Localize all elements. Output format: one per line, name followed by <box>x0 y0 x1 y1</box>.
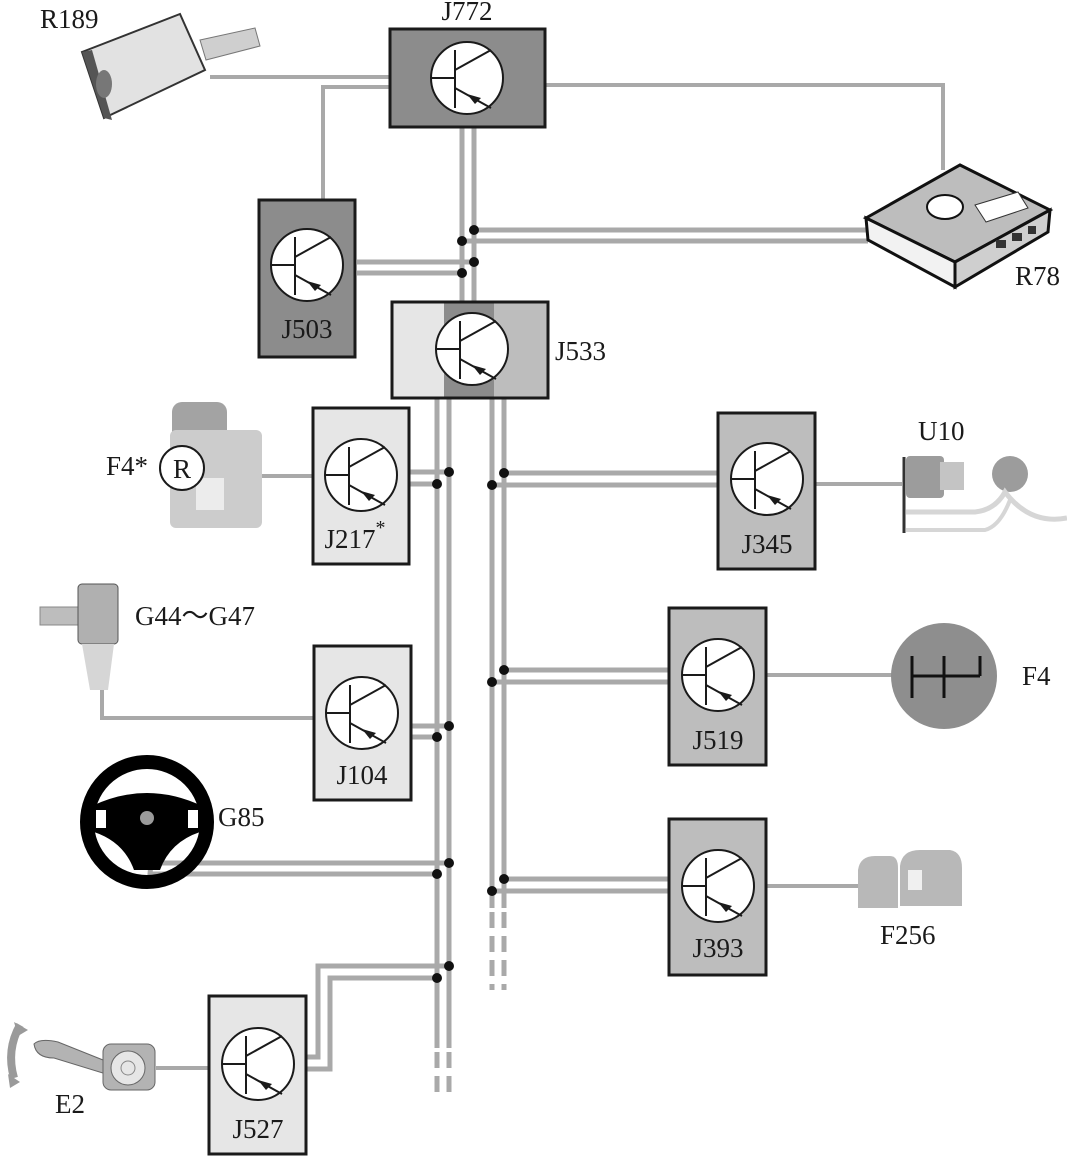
module-j393[interactable]: J393 <box>667 817 768 977</box>
trailer-socket-icon <box>902 456 1067 533</box>
junction-node <box>469 257 479 267</box>
component-f256[interactable]: F256 <box>858 850 962 950</box>
module-j104[interactable]: J104 <box>312 644 413 802</box>
wire-j527-bus-a <box>307 963 449 1060</box>
junction-node <box>432 479 442 489</box>
component-f4-star[interactable]: R F4* <box>106 402 262 528</box>
junction-node <box>444 721 454 731</box>
wire-j527-bus-b <box>307 975 437 1072</box>
module-j345-label: J345 <box>741 529 792 559</box>
module-j533-label: J533 <box>555 336 606 366</box>
transistor-icon <box>221 1027 295 1101</box>
module-j772[interactable]: J772 <box>388 0 547 129</box>
junction-node <box>499 665 509 675</box>
transistor-icon <box>270 228 344 302</box>
turn-signal-lever-icon <box>7 1022 156 1091</box>
component-g44-g47-label: G44～G47 <box>135 601 255 631</box>
tv-tuner-box-icon <box>862 163 1054 290</box>
component-e2-label: E2 <box>55 1089 85 1119</box>
junction-node <box>444 467 454 477</box>
junction-node <box>457 236 467 246</box>
component-u10-label: U10 <box>918 416 965 446</box>
transistor-icon <box>325 676 399 750</box>
rear-camera-icon <box>80 12 261 120</box>
component-f4-label: F4 <box>1022 661 1051 691</box>
module-j527-label: J527 <box>232 1114 283 1144</box>
junction-node <box>444 858 454 868</box>
component-g85[interactable]: G85 <box>80 755 265 889</box>
module-j217-asterisk: * <box>376 517 386 539</box>
gear-shift-pattern-icon <box>891 623 997 729</box>
junction-node <box>444 961 454 971</box>
component-r78-label: R78 <box>1015 261 1060 291</box>
component-r78[interactable]: R78 <box>862 163 1060 291</box>
transistor-icon <box>324 438 398 512</box>
wire-j772-r78 <box>546 83 945 170</box>
junction-nodes <box>432 225 509 983</box>
junction-node <box>457 268 467 278</box>
junction-node <box>432 973 442 983</box>
steering-wheel-icon <box>80 755 214 889</box>
component-g85-label: G85 <box>218 802 265 832</box>
junction-node <box>432 732 442 742</box>
module-j519-label: J519 <box>692 725 743 755</box>
junction-node <box>487 886 497 896</box>
component-f4-star-label: F4* <box>106 451 148 481</box>
junction-node <box>469 225 479 235</box>
module-j533-body <box>390 300 550 400</box>
module-j217-label: J217* <box>324 517 385 554</box>
component-r189-label: R189 <box>40 4 99 34</box>
component-e2[interactable]: E2 <box>7 1022 156 1119</box>
transistor-icon <box>681 638 755 712</box>
component-u10[interactable]: U10 <box>902 416 1067 533</box>
reverse-badge-icon <box>159 445 205 491</box>
transistor-icon <box>730 442 804 516</box>
component-g44-g47[interactable]: G44～G47 <box>39 583 255 690</box>
wheel-speed-sensor-icon <box>39 583 119 690</box>
junction-node <box>487 677 497 687</box>
module-j527[interactable]: J527 <box>207 994 308 1156</box>
module-j533[interactable]: J533 <box>390 300 606 400</box>
wire-j772-j503 <box>321 85 390 200</box>
lock-unit-icon <box>858 850 962 908</box>
module-j393-label: J393 <box>692 933 743 963</box>
transistor-icon <box>435 312 509 386</box>
module-j345[interactable]: J345 <box>716 411 817 571</box>
module-j217[interactable]: J217* <box>311 406 411 566</box>
module-j519[interactable]: J519 <box>667 606 768 767</box>
junction-node <box>432 869 442 879</box>
wiring <box>100 75 945 1100</box>
component-f4-star-badge: R <box>173 454 191 484</box>
junction-node <box>499 874 509 884</box>
junction-node <box>487 480 497 490</box>
transistor-icon <box>681 849 755 923</box>
module-j104-label: J104 <box>336 760 388 790</box>
component-r189[interactable]: R189 <box>40 4 261 120</box>
component-f256-label: F256 <box>880 920 936 950</box>
transistor-icon <box>430 41 504 115</box>
module-j772-label: J772 <box>441 0 492 26</box>
wire-g44-j104 <box>100 690 314 720</box>
component-f4[interactable]: F4 <box>891 623 1051 729</box>
module-j217-label-text: J217 <box>324 524 375 554</box>
junction-node <box>499 468 509 478</box>
module-j503-label: J503 <box>281 314 332 344</box>
module-j503[interactable]: J503 <box>257 198 357 359</box>
